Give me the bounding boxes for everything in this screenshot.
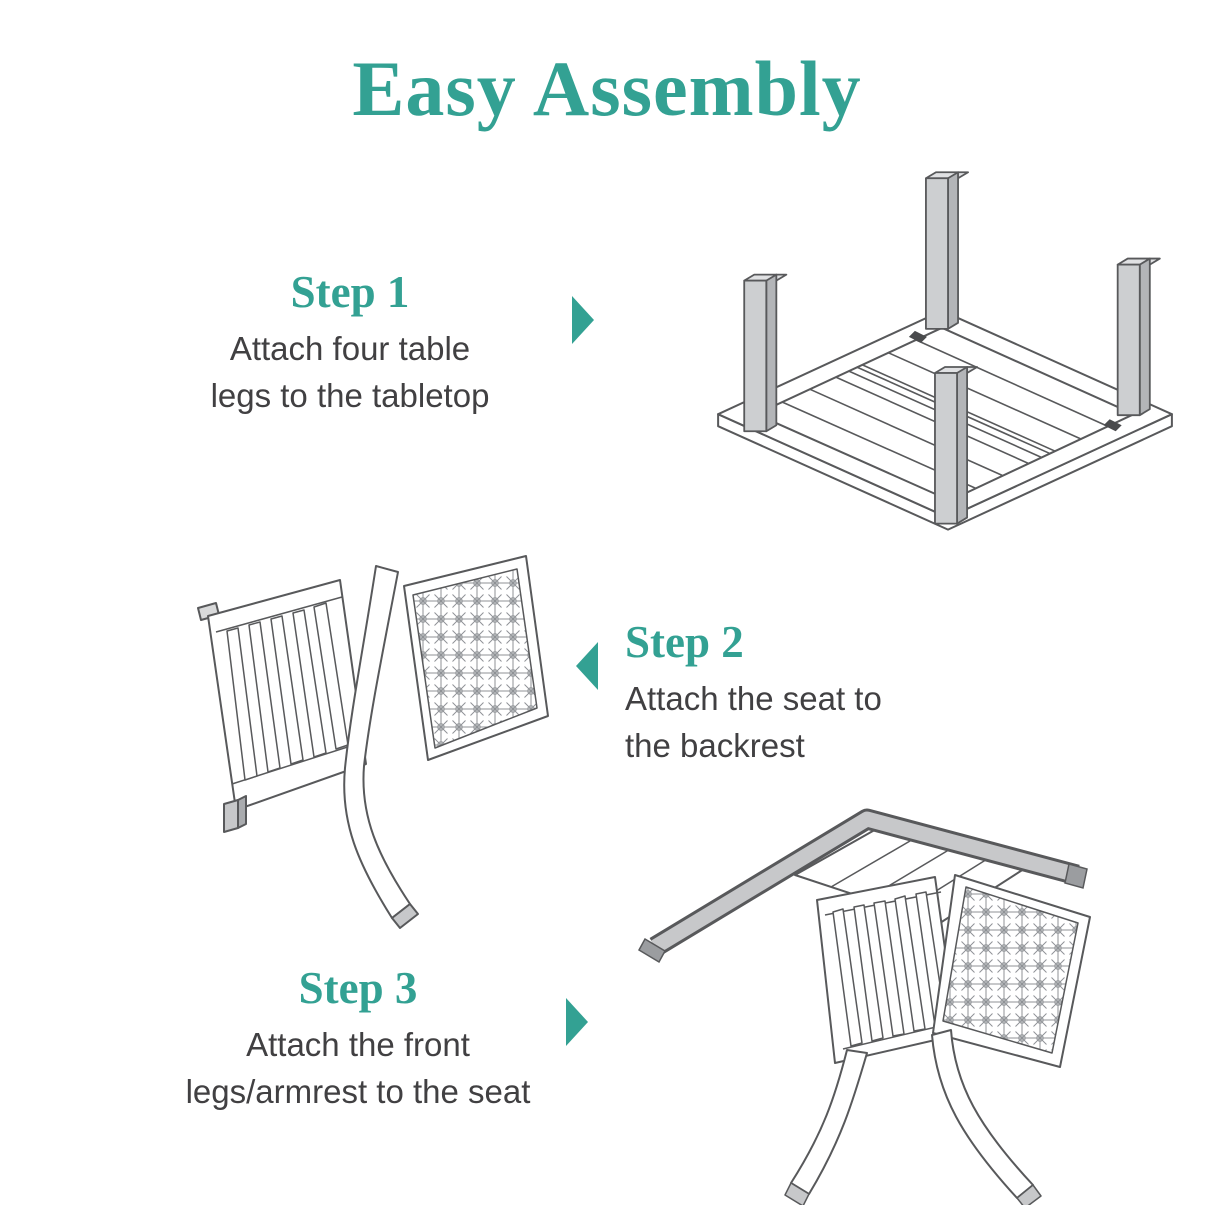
step-2-block: Step 2 Attach the seat to the backrest <box>625 616 985 770</box>
step-1-block: Step 1 Attach four table legs to the tab… <box>150 266 550 420</box>
table-leg-back <box>925 171 969 330</box>
lattice-side-panel <box>932 874 1091 1068</box>
seat-assembly-drawing <box>637 808 1091 1205</box>
curved-back-legs <box>784 1029 1042 1205</box>
backrest-slat-panel <box>207 579 367 811</box>
curved-back-leg <box>343 565 419 929</box>
step-1-arrow-right-icon <box>572 296 594 344</box>
step-2-illustration-backrest <box>180 538 560 938</box>
step-3-text-line-2: legs/armrest to the seat <box>185 1072 531 1110</box>
seat-mount-block <box>223 795 247 833</box>
step-1-illustration-table <box>688 158 1200 580</box>
step-3-heading: Step 3 <box>298 963 418 1013</box>
step-2-arrow-left-icon <box>576 642 598 690</box>
step-2-text-line-2: the backrest <box>625 726 805 764</box>
table-assembly-drawing <box>717 171 1173 531</box>
table-leg-front <box>934 366 979 525</box>
step-1-text-line-2: legs to the tabletop <box>210 376 490 414</box>
leg-brackets <box>908 330 1122 432</box>
table-leg-left <box>743 273 788 433</box>
table-leg-right <box>1116 257 1161 417</box>
step-3-block: Step 3 Attach the front legs/armrest to … <box>148 962 568 1116</box>
step-3-illustration-seat-assembly <box>635 795 1195 1205</box>
step-2-heading: Step 2 <box>625 617 744 667</box>
page-title: Easy Assembly <box>352 45 862 132</box>
armrest-end-caps <box>637 863 1088 964</box>
backrest-slat-panel <box>816 876 958 1064</box>
table-legs <box>743 171 1161 525</box>
step-2-text-line-1: Attach the seat to <box>625 680 882 717</box>
step-3-arrow-right-icon <box>566 998 588 1046</box>
front-legs-armrest-frame <box>649 808 1080 956</box>
backrest-assembly-drawing <box>197 555 549 929</box>
step-3-text-line-1: Attach the front <box>246 1026 470 1063</box>
step-1-text-line-1: Attach four table <box>229 330 471 367</box>
lattice-side-panel <box>403 555 549 761</box>
step-1-heading: Step 1 <box>290 267 410 317</box>
